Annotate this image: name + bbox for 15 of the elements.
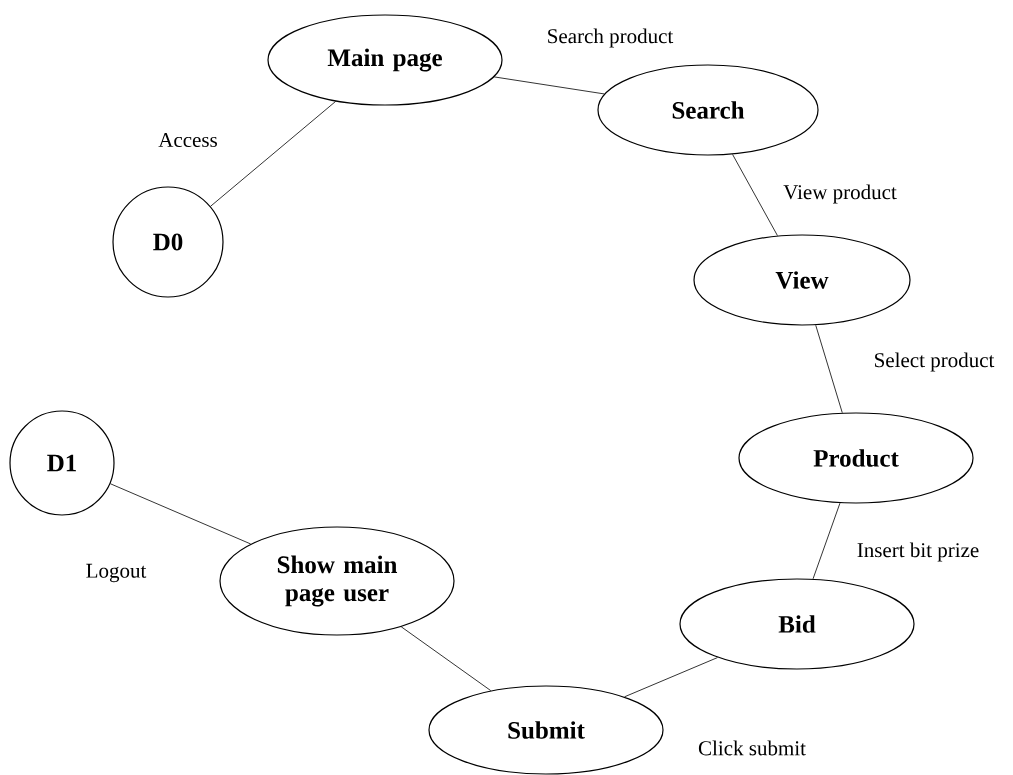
connector-line <box>812 502 841 580</box>
connector-line <box>109 483 252 545</box>
edge-label: View product <box>783 184 897 204</box>
connector-line <box>493 76 605 95</box>
connector-line <box>210 101 337 207</box>
connector-line <box>624 657 718 698</box>
edge-label: Search product <box>548 28 674 48</box>
edge-label: Access <box>158 132 217 148</box>
edge-label: Select product <box>875 352 995 372</box>
connector-line <box>732 154 778 236</box>
edge-label: Logout <box>86 563 147 583</box>
edge-label: Insert bit prize <box>857 542 979 562</box>
connector-line <box>815 324 843 414</box>
connector-line <box>400 626 492 691</box>
edge-label: Click submit <box>698 740 806 756</box>
